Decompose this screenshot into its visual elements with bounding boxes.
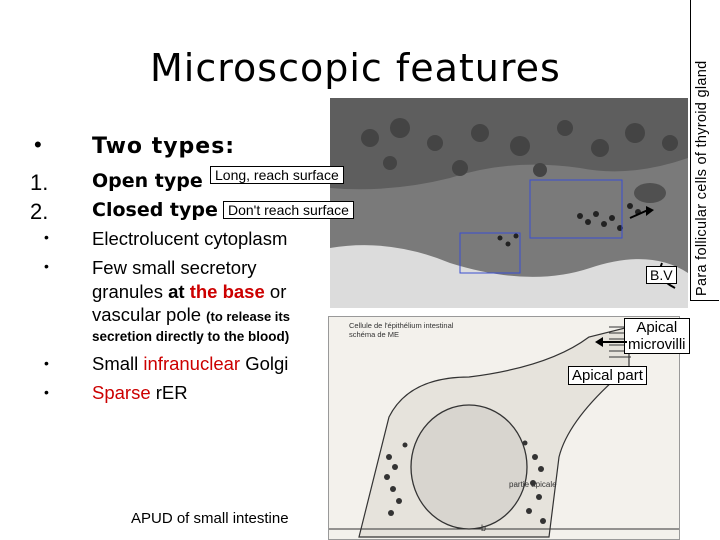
slide-title: Microscopic features [150,46,561,90]
granules-word: granules [92,281,163,302]
partie-apicale-label: partie apicale [509,480,557,489]
vertical-label-box: Para follicular cells of thyroid gland [690,0,719,301]
apical-word: Apical [636,319,678,336]
small-word: Small [92,353,139,374]
microvilli-word: microvilli [628,336,686,353]
dot-4: • [44,384,49,400]
diagram-caption-line-1: Cellule de l'épithélium intestinal [349,321,454,330]
electrolucent-text: Electrolucent cytoplasm [92,228,288,249]
dot-1: • [44,229,49,245]
closed-type-desc-box: Don't reach surface [223,201,354,219]
open-type-label: Open type [92,170,203,192]
or-word: or [269,281,287,302]
diagram-caption-line-2: schéma de ME [349,330,400,339]
at-word: at [168,281,185,302]
vertical-label: Para follicular cells of thyroid gland [694,60,710,296]
cell-diagram-graphic [329,326,679,538]
micrograph-graphic [330,98,688,308]
dot-2: • [44,258,49,274]
cell-diagram: Cellule de l'épithélium intestinal schém… [328,316,680,540]
rer-word: rER [155,382,188,403]
the-base-words: the base [189,281,265,302]
number-1: 1. [30,170,49,195]
golgi-word: Golgi [245,353,289,374]
dot-3: • [44,355,49,371]
sparse-word: Sparse [92,382,151,403]
vascular-pole-line: vascular pole (to release its [92,304,290,326]
golgi-line: Small infranuclear Golgi [92,353,288,375]
apud-caption: APUD of small intestine [131,510,289,527]
vascular-pole-text: vascular pole [92,304,202,325]
infranuclear-word: infranuclear [143,353,241,374]
heading-two-types: Two types: [92,134,236,159]
main-bullet: • [34,132,42,157]
number-2: 2. [30,199,49,224]
apical-part-label: Apical part [568,366,647,385]
secretion-directly-text: secretion directly to the blood) [92,329,290,344]
rer-line: Sparse rER [92,382,188,404]
granules-line: granules at the base or [92,281,286,303]
to-release-text: (to release its [206,309,290,324]
open-type-desc-box: Long, reach surface [210,166,344,184]
microvilli-arrow [595,337,627,347]
few-secretory-text: Few small secretory [92,257,257,278]
apical-microvilli-label: Apical microvilli [624,318,690,354]
bv-label: B.V [646,266,677,284]
diagram-b-label: b [481,523,487,533]
closed-type-label: Closed type [92,199,218,221]
electron-micrograph [330,98,688,308]
